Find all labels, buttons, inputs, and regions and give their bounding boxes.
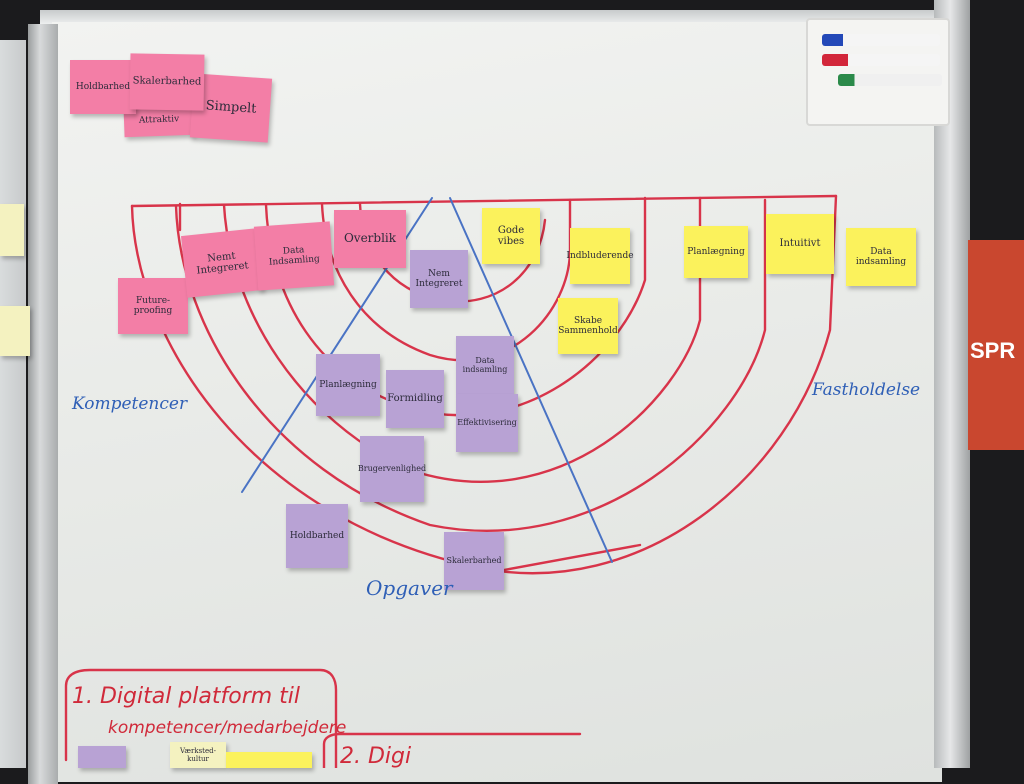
- green-marker-icon[interactable]: [838, 74, 942, 86]
- red-marker-icon[interactable]: [822, 54, 940, 66]
- bottom-heading-line1: 1. Digital platform til: [72, 684, 301, 709]
- sticky-note: [78, 746, 126, 768]
- sticky-note: Gode vibes: [482, 208, 540, 264]
- bottom-heading-next: 2. Digi: [340, 744, 412, 769]
- sticky-note: Overblik: [334, 210, 406, 268]
- sticky-note: Skabe Sammenhold: [558, 298, 618, 354]
- sticky-note: Intuitivt: [766, 214, 834, 274]
- sticky-note: Planlægning: [684, 226, 748, 278]
- sticky-note: Data indsamling: [456, 336, 514, 394]
- sticky-note: Holdbarhed: [70, 60, 136, 114]
- note-text: Holdbarhed: [289, 530, 345, 541]
- note-text: Nem Integreret: [415, 268, 463, 289]
- sticky-note: Data indsamling: [846, 228, 916, 286]
- side-note: [0, 306, 30, 356]
- note-text: Holdbarhed: [75, 81, 131, 92]
- note-text: Skabe Sammenhold: [558, 315, 618, 336]
- note-text: Skalerbarhed: [132, 75, 202, 88]
- side-note: [0, 204, 24, 256]
- board-frame-right: [934, 0, 970, 768]
- note-text: Brugervenlighed: [357, 464, 427, 474]
- sticky-note: [226, 752, 312, 768]
- blue-marker-icon[interactable]: [822, 34, 940, 46]
- sticky-note: Nemt Integreret: [180, 228, 264, 298]
- note-text: Simpelt: [205, 97, 257, 117]
- wall-sign-text: SPR: [970, 338, 1016, 363]
- note-text: Attraktiv: [138, 114, 180, 126]
- note-text: Effektivisering: [457, 418, 517, 428]
- note-text: Planlægning: [687, 246, 745, 257]
- wall-sign: SPR: [968, 240, 1024, 450]
- label-opgaver: Opgaver: [366, 576, 453, 600]
- sticky-note: Effektivisering: [456, 394, 518, 452]
- note-text: Gode vibes: [497, 224, 525, 248]
- marker-holder: [806, 18, 950, 126]
- bottom-heading-line2: kompetencer/medarbejdere: [108, 718, 347, 738]
- label-fastholdelse: Fastholdelse: [812, 380, 921, 400]
- sticky-note: Indbluderende: [566, 228, 634, 284]
- label-kompetencer: Kompetencer: [72, 394, 188, 414]
- note-text: Intuitivt: [779, 238, 821, 250]
- sticky-note: Skalerbarhed: [444, 532, 504, 590]
- board-frame-left: [28, 24, 58, 784]
- sticky-note: Formidling: [386, 370, 444, 428]
- note-text: Data indsamling: [462, 355, 508, 374]
- sticky-note: Planlægning: [316, 354, 380, 416]
- note-text: Indbluderende: [566, 250, 634, 261]
- note-text: Planlægning: [319, 379, 377, 390]
- sticky-note: Future-proofing: [118, 278, 188, 334]
- sticky-note: Nem Integreret: [410, 250, 468, 308]
- side-board: [0, 40, 26, 768]
- note-text: Data Indsamling: [268, 244, 321, 268]
- sticky-note: Brugervenlighed: [357, 436, 427, 502]
- note-text: Future-proofing: [133, 295, 173, 316]
- note-text: Værksted-kultur: [180, 746, 216, 763]
- note-text: Nemt Integreret: [196, 250, 250, 277]
- sticky-note: Værksted-kultur: [170, 742, 226, 768]
- note-text: Formidling: [387, 393, 443, 405]
- sticky-note: Holdbarhed: [286, 504, 348, 568]
- sticky-note: Data Indsamling: [253, 221, 335, 291]
- sticky-note: Skalerbarhed: [129, 53, 205, 111]
- note-text: Skalerbarhed: [446, 556, 502, 566]
- note-text: Overblik: [343, 231, 397, 246]
- note-text: Data indsamling: [855, 246, 907, 267]
